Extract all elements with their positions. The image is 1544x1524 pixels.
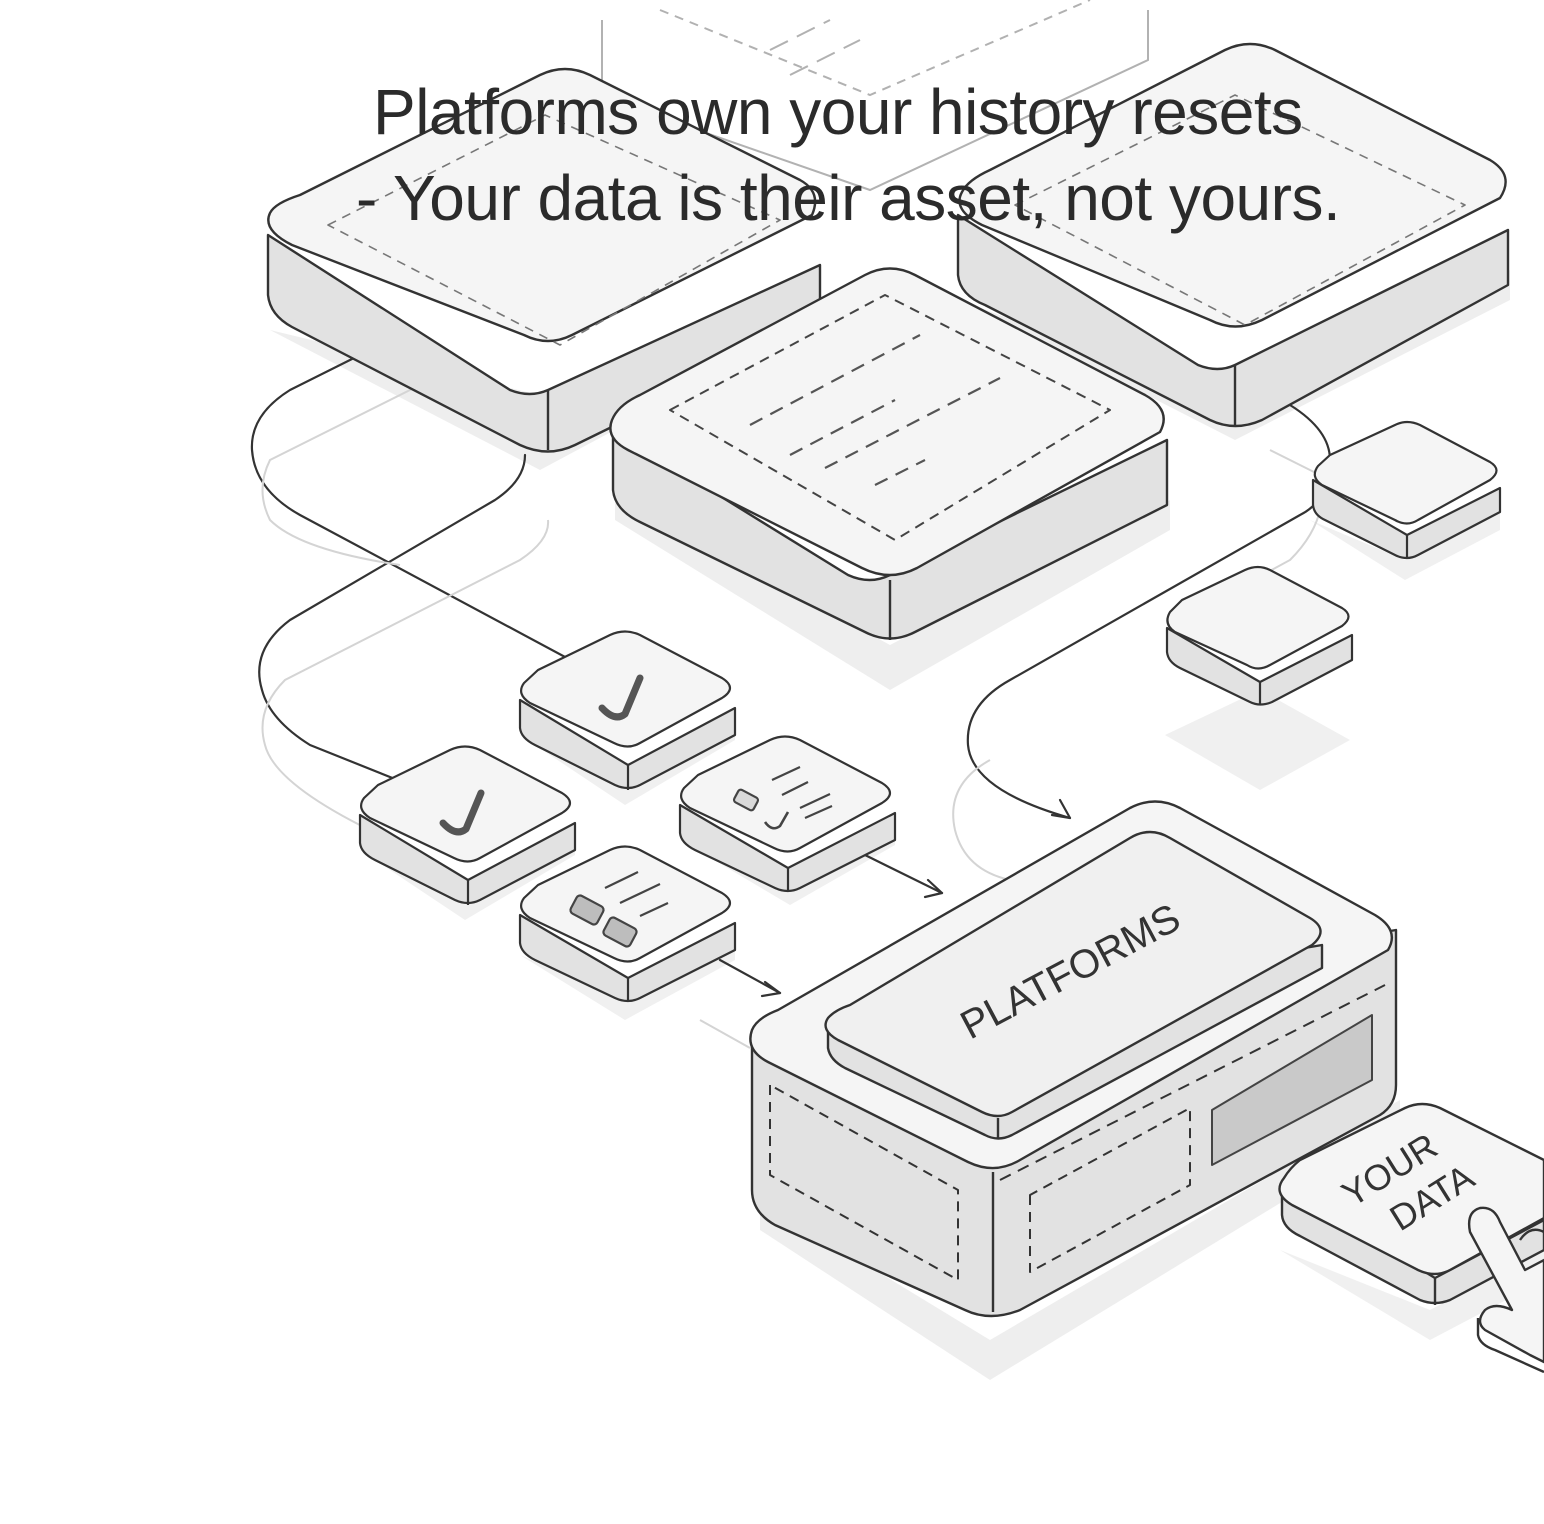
headline-line-1: Platforms own your history resets xyxy=(373,76,1303,148)
checklist-icon xyxy=(732,766,833,830)
checklist-tile-lower xyxy=(518,845,737,1003)
tile-right-upper xyxy=(1311,420,1502,560)
headline-line-2: - Your data is their asset, not yours. xyxy=(356,162,1341,234)
check-tile-lower xyxy=(358,745,577,905)
checkmark-icon xyxy=(598,674,644,721)
check-tile-upper xyxy=(518,630,737,790)
platform-block-top-left xyxy=(266,67,822,453)
checklist-tile-upper xyxy=(678,735,897,893)
platforms-server: PLATFORMS xyxy=(749,800,1398,1318)
platform-block-top-right xyxy=(956,42,1510,428)
connector-ghost-lines xyxy=(261,379,1323,1049)
hand-cursor-icon xyxy=(1467,1206,1544,1374)
checklist-icon xyxy=(569,871,669,948)
connector-lines xyxy=(250,353,1332,998)
tile-right-lower xyxy=(1165,565,1354,706)
platform-block-center xyxy=(609,267,1169,640)
checkmark-icon xyxy=(439,789,485,836)
document-lines xyxy=(749,334,1001,486)
